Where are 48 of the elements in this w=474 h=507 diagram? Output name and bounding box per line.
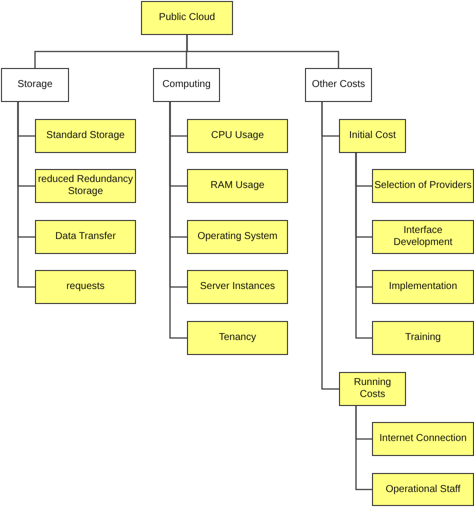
org-box [35, 169, 136, 203]
box-label: requests [66, 281, 105, 293]
org-box [372, 473, 474, 506]
org-box [372, 270, 474, 304]
box-label: Standard Storage [46, 130, 125, 142]
box-label: RAM Usage [210, 180, 264, 192]
box-label: Implementation [388, 281, 458, 293]
org-box [187, 119, 288, 153]
box-label: Running Costs [352, 377, 392, 401]
connector-line [355, 406, 372, 490]
box-label: Selection of Providers [374, 180, 472, 192]
box-label: Interface Development [392, 225, 454, 249]
box-label: Initial Cost [349, 130, 396, 142]
org-box [305, 68, 372, 102]
org-box [153, 68, 220, 102]
box-label: Other Costs [312, 79, 366, 91]
org-box [339, 119, 406, 153]
box-label: Public Cloud [158, 12, 216, 24]
connector-line [186, 35, 340, 68]
box-label: Tenancy [218, 332, 256, 344]
box-label: Data Transfer [55, 231, 116, 243]
org-box [187, 220, 288, 254]
org-box [339, 372, 406, 406]
org-box [35, 220, 136, 254]
org-box [35, 270, 136, 304]
box-label: CPU Usage [211, 130, 264, 142]
connector-line [355, 153, 372, 339]
box-label: Server Instances [200, 281, 276, 293]
box-label: reduced Redundancy Storage [36, 174, 134, 198]
box-label: Storage [17, 79, 53, 91]
connector-line [17, 102, 35, 288]
org-box [35, 119, 136, 153]
org-box [187, 169, 288, 203]
org-box [372, 169, 474, 203]
box-label: Operating System [197, 231, 278, 243]
connector-line [321, 102, 339, 390]
org-box [372, 321, 474, 355]
org-box [141, 1, 233, 35]
org-box [372, 422, 474, 456]
box-label: Computing [162, 79, 211, 91]
org-box [372, 220, 474, 254]
box-label: Training [405, 332, 441, 344]
org-box [187, 321, 288, 355]
box-label: Operational Staff [386, 484, 460, 496]
org-box [187, 270, 288, 304]
connector-line [169, 102, 187, 339]
box-label: Internet Connection [379, 433, 467, 445]
org-box [1, 68, 69, 102]
